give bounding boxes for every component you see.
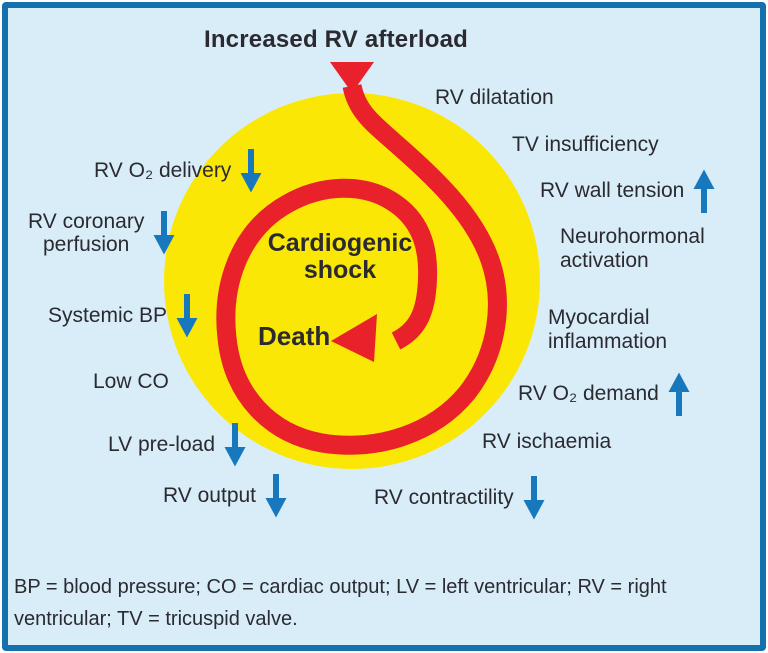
spiral-path	[216, 83, 507, 455]
abbreviations-footer: BP = blood pressure; CO = cardiac output…	[14, 576, 667, 630]
label-text: RV wall tension	[540, 179, 685, 202]
label-text: Low CO	[93, 370, 169, 393]
decrease-arrow-icon	[265, 474, 287, 518]
cardiogenic-shock-line2: shock	[303, 256, 377, 284]
decrease-arrow-icon	[153, 211, 175, 255]
label-systemic-bp: Systemic BP	[48, 294, 198, 338]
label-tv-insufficiency: TV insufficiency	[512, 133, 659, 157]
label-text: Neurohormonal activation	[560, 225, 705, 272]
label-lv-pre-load: LV pre-load	[108, 423, 246, 467]
increase-arrow-icon	[668, 372, 690, 416]
label-low-co: Low CO	[93, 370, 169, 394]
label-text: TV insufficiency	[512, 133, 659, 156]
label-rv-contractility: RV contractility	[374, 476, 545, 520]
decrease-arrow-icon	[224, 423, 246, 467]
label-text: Systemic BP	[48, 304, 168, 327]
label-neurohormonal-activation: Neurohormonal activation	[560, 225, 705, 273]
label-line: Neurohormonal	[560, 225, 705, 248]
label-text: LV pre-load	[108, 433, 216, 456]
label-line: RV coronary	[28, 210, 145, 233]
decrease-arrow-icon	[523, 476, 545, 520]
label-line: perfusion	[42, 233, 130, 256]
label-line: Myocardial	[548, 306, 650, 329]
increase-arrow-icon	[693, 169, 715, 213]
label-rv-o2-demand: RV O₂ demand	[518, 372, 690, 416]
diagram-title: Increased RV afterload	[203, 26, 469, 53]
label-text: RV ischaemia	[482, 430, 612, 453]
label-text: RV dilatation	[435, 86, 554, 109]
label-text: RV O₂ demand	[518, 382, 659, 405]
label-text: RV coronary perfusion	[28, 210, 144, 256]
label-rv-ischaemia: RV ischaemia	[482, 430, 611, 454]
afterload-triangle-icon	[330, 62, 374, 93]
label-rv-output: RV output	[163, 474, 287, 518]
cardiogenic-shock-line1: Cardiogenic	[267, 229, 413, 257]
label-text: RV contractility	[374, 486, 514, 509]
label-rv-wall-tension: RV wall tension	[540, 169, 715, 213]
label-text: Myocardial inflammation	[548, 306, 667, 353]
decrease-arrow-icon	[240, 149, 262, 193]
cardiogenic-shock-label: Cardiogenic shock	[245, 230, 435, 284]
decrease-arrow-icon	[176, 294, 198, 338]
label-text: RV O₂ delivery	[94, 159, 232, 182]
label-myocardial-inflammation: Myocardial inflammation	[548, 306, 667, 354]
spiral-arrowhead-icon	[331, 314, 377, 362]
label-line: activation	[560, 249, 649, 272]
death-label: Death	[258, 321, 331, 351]
label-rv-dilatation: RV dilatation	[435, 86, 554, 110]
label-line: inflammation	[548, 330, 668, 353]
label-rv-coronary-perfusion: RV coronary perfusion	[28, 210, 175, 256]
label-rv-o2-delivery: RV O₂ delivery	[94, 149, 262, 193]
label-text: RV output	[163, 484, 257, 507]
